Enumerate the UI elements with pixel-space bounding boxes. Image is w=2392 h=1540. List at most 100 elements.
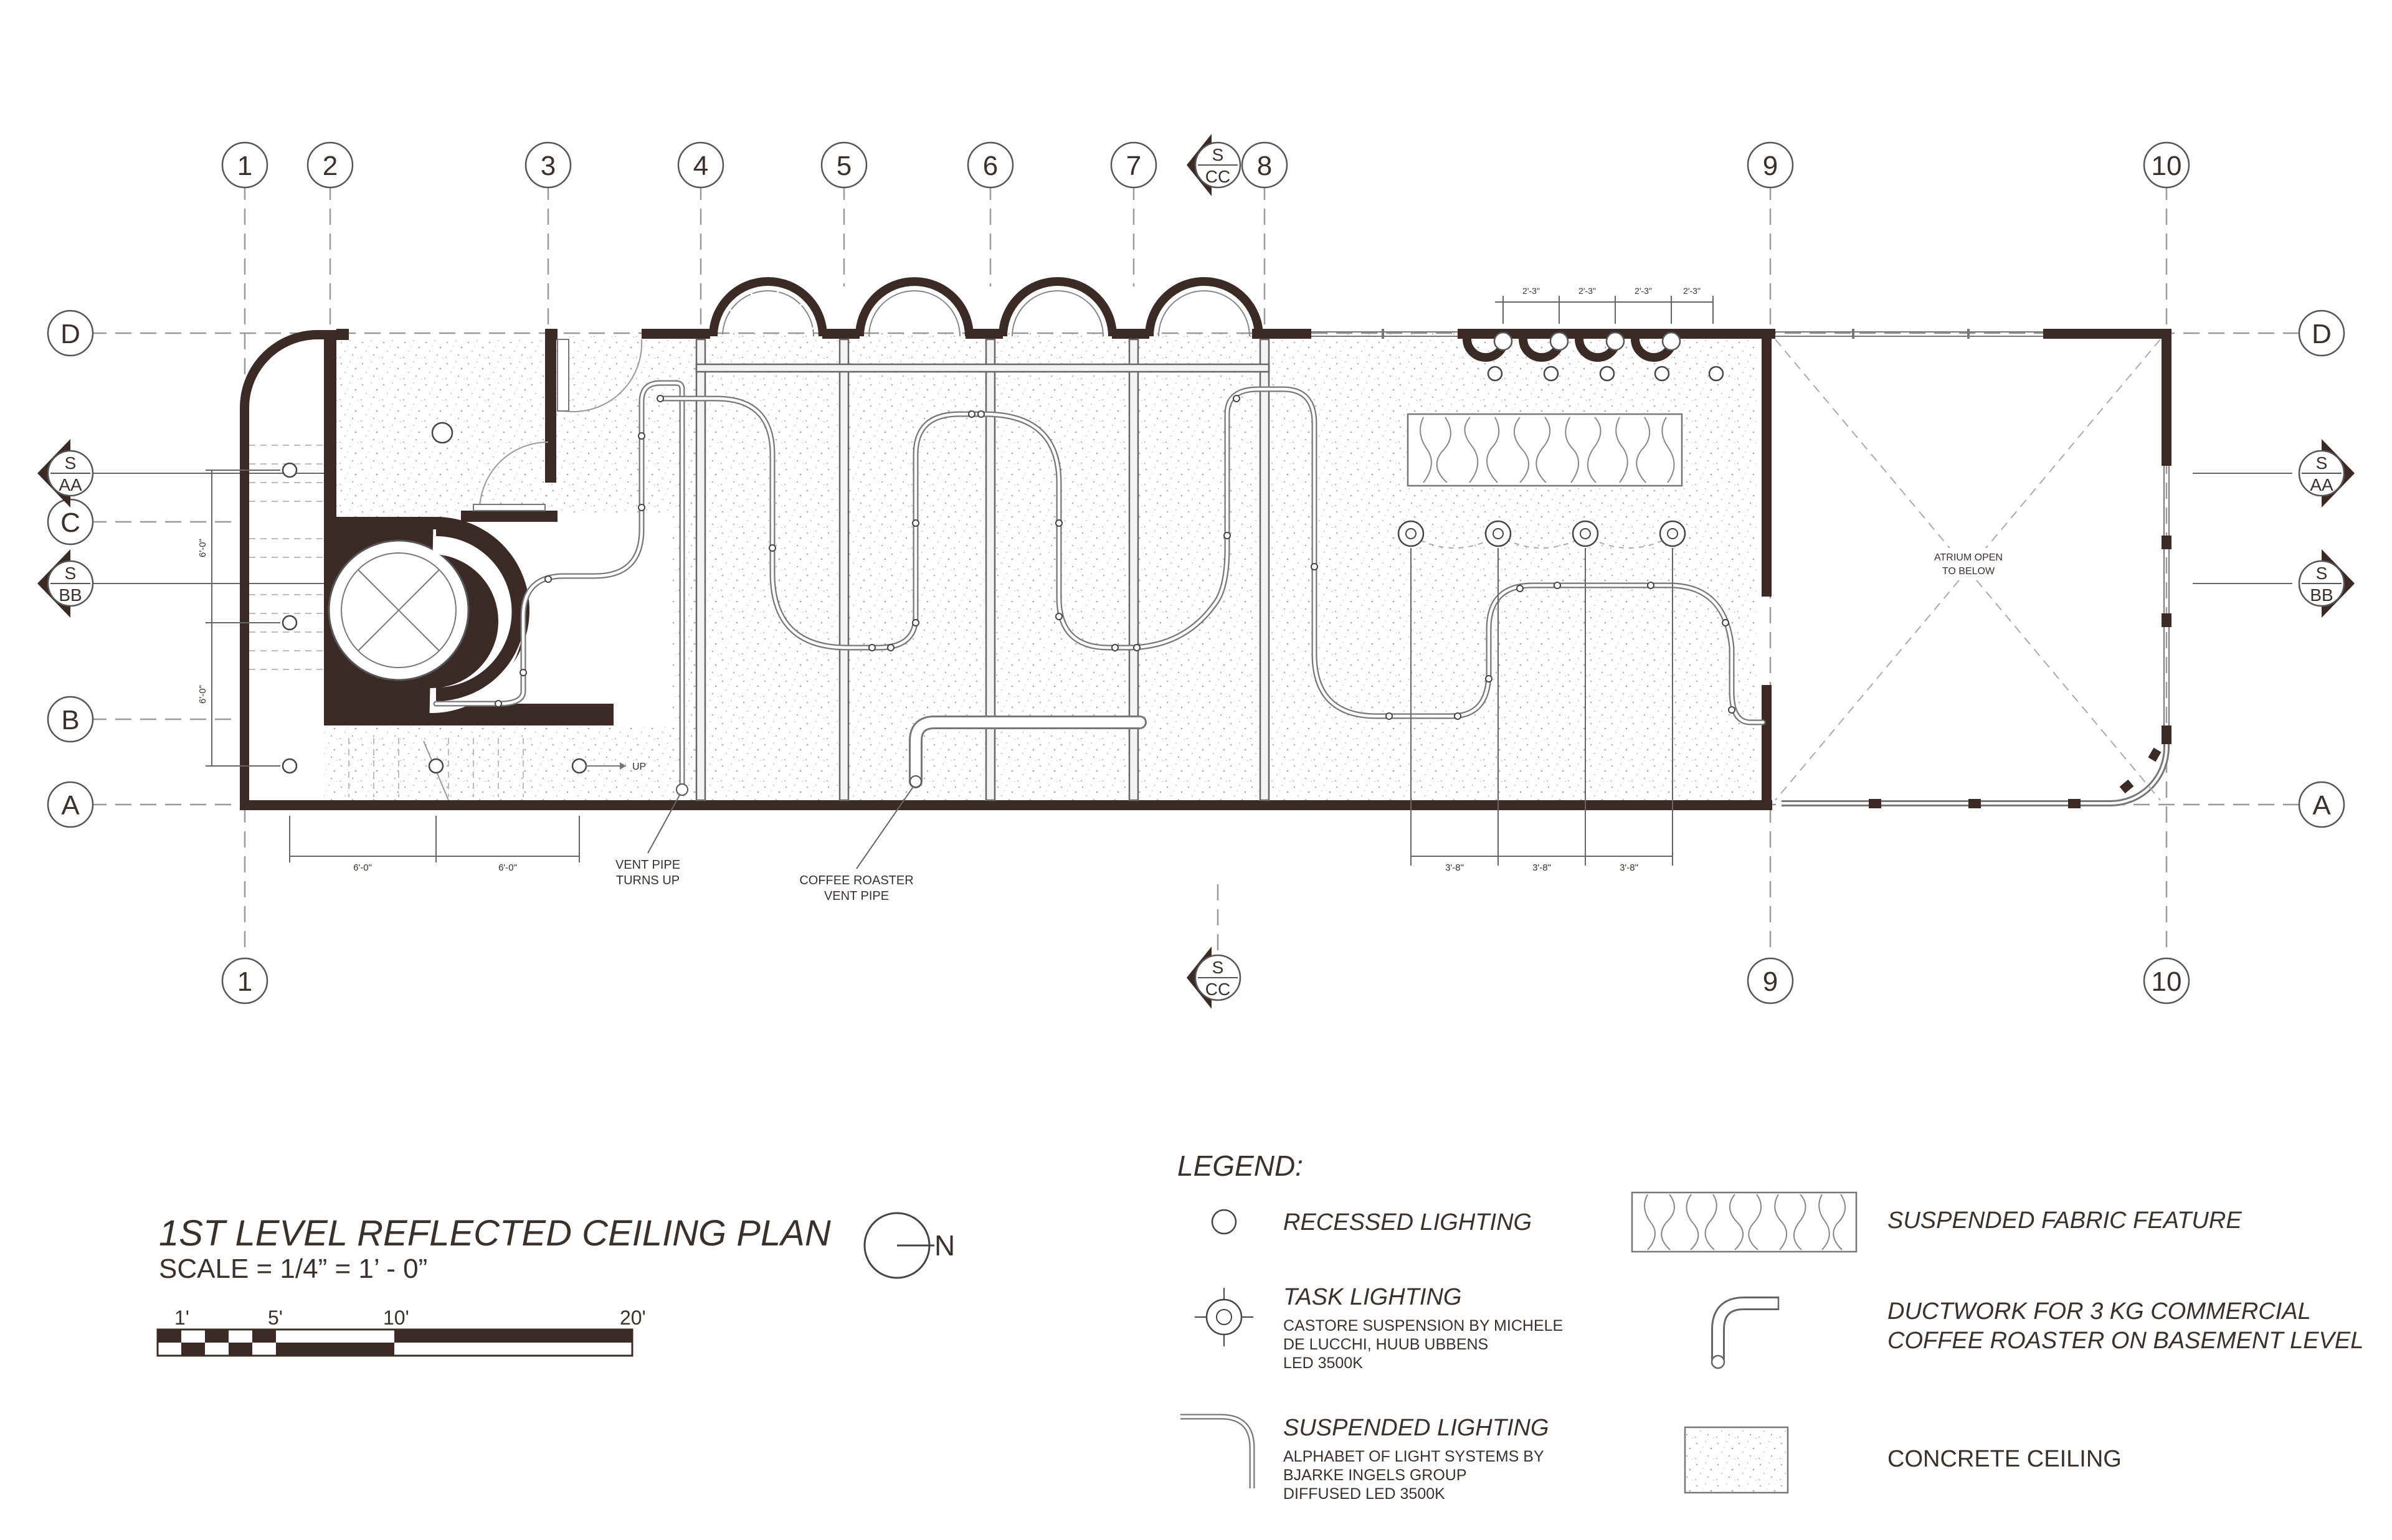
legend-suspended-line: ALPHABET OF LIGHT SYSTEMS BY: [1283, 1448, 1544, 1465]
atrium-label-line1: ATRIUM OPEN: [1934, 552, 2003, 563]
niche-vaults: [1463, 331, 1681, 362]
roaster-duct: [676, 716, 1147, 796]
section-id: BB: [59, 585, 82, 605]
recessed-light: [431, 422, 453, 444]
section-marker-cc-top: S CC: [1187, 134, 1241, 196]
section-id: CC: [1205, 167, 1230, 186]
recessed-light: [1599, 366, 1615, 382]
dim-label: 6'-0": [353, 862, 372, 873]
legend-suspended-line: BJARKE INGELS GROUP: [1283, 1467, 1467, 1484]
grid-bubbles-top: 1 2 3 4 5 6 7 8 9 10: [221, 141, 2190, 189]
dim-label: 6'-0": [197, 539, 208, 557]
grid-bubbles-rows: D C B A D A: [47, 309, 2345, 828]
legend-suspended: SUSPENDED LIGHTING ALPHABET OF LIGHT SYS…: [1180, 1414, 1549, 1503]
legend-fabric: SUSPENDED FABRIC FEATURE: [1631, 1191, 2242, 1253]
grid-label: A: [2312, 790, 2331, 821]
legend-task-title: TASK LIGHTING: [1283, 1284, 1461, 1310]
section-id: AA: [59, 475, 82, 494]
grid-label: 3: [541, 151, 556, 181]
dim-label: 2'-3": [1683, 286, 1701, 296]
task-light: [1572, 520, 1599, 547]
task-light-symbol: [1195, 1288, 1253, 1346]
legend-recessed: RECESSED LIGHTING: [1211, 1209, 1532, 1235]
dim-label: 2'-3": [1578, 286, 1596, 296]
grid-label: B: [61, 705, 79, 735]
grid-label: 8: [1257, 151, 1272, 181]
section-letter: S: [2316, 453, 2328, 473]
north-arrow: N: [863, 1212, 955, 1279]
grid-label: 6: [983, 151, 998, 181]
callouts: VENT PIPE TURNS UP COFFEE ROASTER VENT P…: [615, 787, 914, 903]
recessed-light: [428, 758, 444, 774]
grid-label: 10: [2152, 966, 2182, 997]
grid-label: A: [61, 790, 80, 821]
stair-treads: [249, 445, 524, 801]
grid-bubble-9: 9: [1747, 141, 1794, 189]
dim-label: 3'-8": [1532, 862, 1551, 873]
legend-task: TASK LIGHTING CASTORE SUSPENSION BY MICH…: [1195, 1284, 1563, 1372]
vent-pipe-label-2: TURNS UP: [616, 874, 680, 887]
recessed-light: [571, 758, 587, 774]
grid-label: 4: [693, 151, 708, 181]
recessed-light: [282, 615, 298, 631]
section-letter: S: [2316, 564, 2328, 583]
grid-bubble-10: 10: [2143, 141, 2190, 189]
section-marker-bb-left: S BB: [37, 549, 94, 618]
recessed-light-symbol: [1211, 1209, 1237, 1235]
grid-label: 7: [1126, 151, 1141, 181]
grid-bubble-9-bottom: 9: [1747, 957, 1794, 1004]
plan-scale: SCALE = 1/4” = 1’ - 0”: [159, 1254, 427, 1284]
recessed-light: [1487, 366, 1503, 382]
legend-fabric-label: SUSPENDED FABRIC FEATURE: [1887, 1207, 2242, 1234]
recessed-light: [1708, 366, 1724, 382]
dim-label: 6'-0": [498, 862, 517, 873]
grid-bubble-1: 1: [221, 141, 268, 189]
recessed-light: [282, 758, 298, 774]
roaster-label-2: VENT PIPE: [824, 889, 889, 903]
task-light: [1397, 520, 1425, 547]
dim-label: 2'-3": [1522, 286, 1540, 296]
grid-bubble-C-left: C: [47, 498, 94, 546]
section-id: CC: [1205, 980, 1230, 999]
grid-bubble-5: 5: [820, 141, 868, 189]
fabric-feature-symbol: [1631, 1191, 1858, 1253]
grid-bubble-2: 2: [306, 141, 354, 189]
recessed-lights: [282, 366, 1724, 774]
section-id: AA: [2310, 475, 2333, 494]
up-label: UP: [632, 762, 646, 772]
grid-lines: [90, 184, 2302, 953]
legend-recessed-label: RECESSED LIGHTING: [1283, 1209, 1532, 1235]
dim-label: 3'-8": [1620, 862, 1638, 873]
stair-up-arrow: UP: [586, 762, 646, 772]
recessed-light: [1543, 366, 1559, 382]
grid-label: 9: [1763, 151, 1778, 181]
grid-bubble-10-bottom: 10: [2143, 957, 2190, 1004]
legend-task-line: LED 3500K: [1283, 1354, 1363, 1372]
vent-pipe-label-1: VENT PIPE: [615, 858, 680, 872]
grid-bubble-A-right: A: [2298, 781, 2345, 828]
section-letter: S: [1212, 958, 1224, 977]
dim-label: 3'-8": [1445, 862, 1464, 873]
grid-bubble-1-bottom: 1: [221, 957, 268, 1004]
grid-label: C: [60, 508, 80, 538]
legend-task-line: DE LUCCHI, HUUB UBBENS: [1283, 1336, 1488, 1353]
grid-bubble-4: 4: [677, 141, 724, 189]
recessed-light: [1654, 366, 1670, 382]
scale-tick-label: 20': [620, 1306, 646, 1329]
section-marker-cc-bottom: S CC: [1187, 947, 1241, 1009]
legend-ductwork-line: DUCTWORK FOR 3 KG COMMERCIAL: [1887, 1298, 2311, 1325]
scale-bar: 1' 5' 10' 20': [156, 1306, 646, 1357]
grid-label: 1: [237, 966, 252, 997]
grid-bubble-A-left: A: [47, 781, 94, 828]
grid-label: 1: [237, 151, 252, 181]
section-marker-bb-right: S BB: [2298, 549, 2355, 618]
section-markers: S CC S CC S AA S BB S: [37, 134, 2355, 1009]
dim-label: 2'-3": [1635, 286, 1652, 296]
scale-tick-label: 1': [174, 1306, 189, 1329]
legend-heading: LEGEND:: [1177, 1150, 1303, 1182]
legend-ductwork-line: COFFEE ROASTER ON BASEMENT LEVEL: [1887, 1328, 2363, 1354]
legend-suspended-title: SUSPENDED LIGHTING: [1283, 1415, 1549, 1441]
atrium-label-line2: TO BELOW: [1942, 566, 1995, 577]
grid-label: 2: [323, 151, 338, 181]
grid-bubble-7: 7: [1110, 141, 1157, 189]
